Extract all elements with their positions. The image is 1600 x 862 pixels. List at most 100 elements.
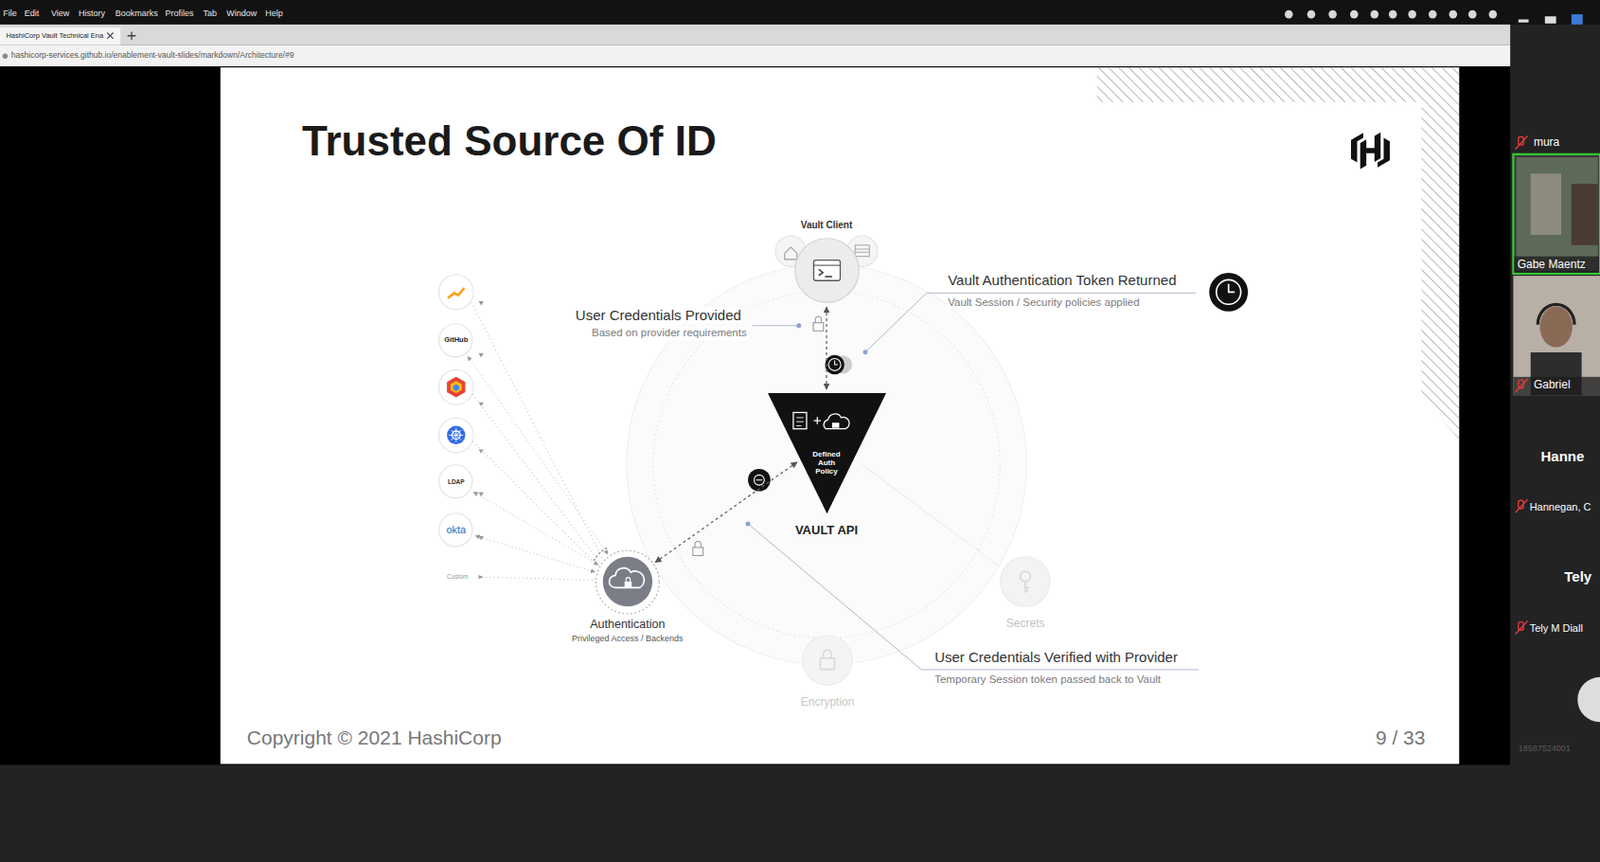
provider-link bbox=[467, 355, 608, 554]
secrets-circle-outline bbox=[999, 555, 1051, 607]
hashicorp-logo bbox=[1377, 138, 1390, 168]
lock-icon bbox=[693, 547, 704, 556]
auth-policy-triangle-outline: Defined Auth Policy bbox=[767, 392, 887, 514]
encryption-circle-outline bbox=[802, 635, 853, 685]
participant-name: Hanne bbox=[1540, 447, 1584, 464]
provider-arrowhead bbox=[478, 574, 483, 579]
participant-tiles bbox=[1512, 275, 1600, 395]
muted-mic-icon bbox=[1515, 498, 1529, 513]
participant-name: Gabe Maentz bbox=[1517, 258, 1586, 272]
auth-circle-outline bbox=[602, 555, 654, 607]
provider-circle-outline bbox=[439, 322, 473, 356]
auth-policy-triangle-outline bbox=[823, 413, 850, 429]
participant-name: Tely bbox=[1564, 568, 1592, 585]
auth-circle-outline bbox=[602, 555, 654, 607]
participant-name: Hannegan, C bbox=[1529, 499, 1592, 513]
participant-tiles bbox=[1513, 256, 1599, 273]
connector-group bbox=[467, 306, 827, 572]
provider-circle-outline: GitHub bbox=[438, 322, 474, 358]
leader-dot bbox=[746, 520, 751, 526]
clock-icon bbox=[835, 360, 838, 365]
leader-line bbox=[747, 292, 1199, 670]
client-circle-outline bbox=[794, 237, 860, 303]
menu-icons bbox=[1350, 10, 1359, 19]
menu-icons bbox=[1284, 10, 1294, 19]
leader-line bbox=[752, 324, 798, 326]
clock-icon bbox=[747, 272, 1248, 492]
menu-icons bbox=[1388, 10, 1398, 19]
clock-icon bbox=[753, 474, 765, 485]
window-controls bbox=[1571, 14, 1583, 25]
desktop-frame bbox=[106, 33, 113, 39]
hashicorp-logo bbox=[1351, 132, 1390, 170]
client-circle-outline bbox=[794, 237, 860, 303]
provider-arrowhead bbox=[478, 492, 483, 497]
provider-icon bbox=[446, 426, 465, 445]
secrets-circle-outline bbox=[1020, 571, 1032, 583]
desktop-frame bbox=[0, 24, 1511, 46]
auth-ring bbox=[593, 547, 608, 561]
menu-item: History bbox=[78, 8, 106, 18]
desktop-frame bbox=[0, 0, 1600, 25]
menu-icons bbox=[1468, 10, 1477, 19]
leader-dot bbox=[862, 349, 868, 355]
menu-icons bbox=[1407, 10, 1417, 19]
participant-tiles bbox=[1512, 376, 1600, 395]
node-label: okta bbox=[445, 523, 466, 536]
clock-icon bbox=[1208, 272, 1248, 312]
provider-arrowhead bbox=[478, 402, 483, 407]
auth-flow-arrow bbox=[825, 306, 827, 390]
url-text: hashicorp-services.github.io/enablement-… bbox=[11, 51, 295, 61]
menu-icons bbox=[1489, 10, 1498, 19]
menu-icons bbox=[1448, 10, 1458, 19]
menu-item: Profiles bbox=[165, 8, 195, 18]
provider-icon bbox=[438, 369, 474, 405]
client-side-icon bbox=[784, 247, 798, 260]
lock-icon bbox=[813, 322, 824, 332]
lock-icon bbox=[815, 316, 821, 322]
menu-icons bbox=[1328, 10, 1337, 19]
auth-ring bbox=[595, 550, 659, 614]
desktop-frame bbox=[2, 53, 8, 59]
clock-icon bbox=[828, 357, 841, 371]
auth-circle-outline bbox=[608, 568, 644, 588]
provider-link bbox=[485, 576, 595, 580]
secrets-circle-outline bbox=[999, 555, 1051, 607]
auth-policy-triangle-outline bbox=[792, 411, 849, 428]
participant-tiles bbox=[1516, 157, 1599, 271]
participant-name: mura bbox=[1533, 136, 1560, 150]
vault-ring bbox=[653, 290, 1000, 639]
node-label: Authentication bbox=[589, 617, 665, 631]
auth-circle-outline bbox=[625, 577, 630, 582]
callout-text: Vault Session / Security policies applie… bbox=[946, 296, 1140, 309]
muted-mic-icon bbox=[1515, 378, 1529, 392]
provider-link bbox=[472, 393, 601, 563]
window-controls bbox=[1545, 16, 1557, 24]
provider-circle: okta bbox=[438, 512, 474, 548]
client-circle-outline bbox=[813, 260, 840, 282]
menu-item: Tab bbox=[202, 8, 217, 18]
lock-icon bbox=[694, 540, 701, 547]
menu-item: View bbox=[51, 8, 70, 18]
participant-tiles bbox=[1512, 154, 1600, 722]
auth-policy-triangle-outline bbox=[796, 417, 804, 427]
node-label: GitHub bbox=[444, 336, 468, 345]
leader-line bbox=[865, 292, 1196, 353]
provider-icon bbox=[447, 287, 464, 299]
secrets-circle: Secrets bbox=[999, 555, 1051, 631]
provider-icon bbox=[438, 274, 474, 310]
provider-link bbox=[475, 535, 595, 572]
provider-label: Custom bbox=[446, 572, 468, 580]
client-circle-outline bbox=[817, 269, 832, 278]
auth-policy-triangle-outline bbox=[767, 392, 887, 514]
leader-dot bbox=[796, 322, 801, 328]
client-side-icon bbox=[854, 245, 870, 257]
vault-ring bbox=[626, 264, 1028, 665]
desktop-frame bbox=[0, 44, 1511, 67]
provider-link bbox=[472, 441, 600, 568]
desktop-frame bbox=[0, 27, 121, 45]
auth-circle: AuthenticationPrivileged Access / Backen… bbox=[571, 555, 684, 643]
client-circle: Vault Client bbox=[794, 219, 860, 303]
callout-text: Temporary Session token passed back to V… bbox=[933, 673, 1162, 686]
